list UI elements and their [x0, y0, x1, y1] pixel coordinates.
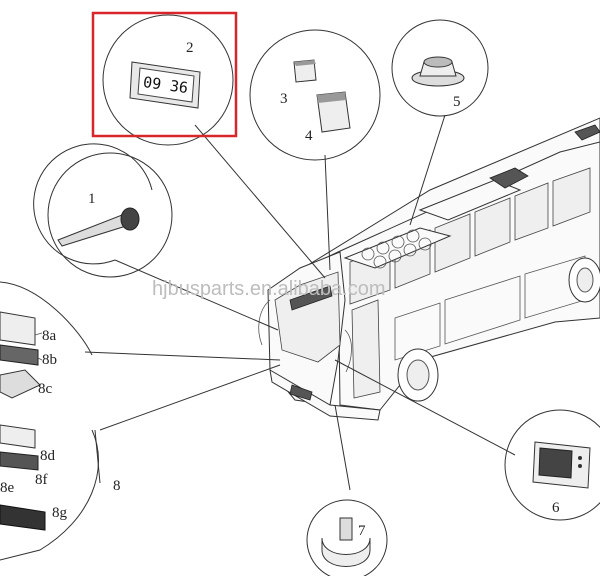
callout-5-label: 5: [453, 94, 461, 110]
roof-ac-unit: [343, 179, 522, 269]
callout-2-label: 2: [186, 40, 194, 56]
callout-7-label: 7: [358, 523, 366, 539]
label-8e: 8e: [0, 480, 15, 496]
callout-6-label: 6: [552, 500, 560, 516]
label-8b: 8b: [42, 352, 57, 368]
label-8g: 8g: [52, 505, 68, 521]
callout-1: 1: [33, 143, 173, 278]
label-8f: 8f: [35, 472, 48, 488]
monitor-icon: [532, 441, 591, 489]
amplifier-icon: [0, 369, 41, 399]
callout-5: 5: [391, 19, 489, 117]
digital-clock-icon: 09 36: [129, 61, 201, 109]
callout-4-label: 4: [305, 128, 313, 144]
callout-3-4: 3 4: [249, 29, 381, 161]
watermark-text: hjbusparts.en.alibaba.com: [152, 278, 385, 300]
label-8c: 8c: [38, 381, 53, 397]
module-icon: [316, 91, 351, 133]
label-8a: 8a: [42, 328, 57, 344]
callout-7: 7: [306, 499, 388, 576]
callout-2: 09 36 2: [102, 14, 234, 146]
callout-8-group: 8 8a 8b 8c 8d 8f 8e 8g: [0, 281, 121, 561]
callout-6: 6: [504, 409, 600, 521]
callout-3-label: 3: [280, 91, 288, 107]
microphone-icon: [57, 207, 140, 247]
bracket-icon: [321, 517, 371, 567]
leader-lines: [84, 114, 516, 491]
callout-1-label: 1: [88, 191, 96, 207]
navigation-unit-icon: [0, 504, 46, 531]
label-8d: 8d: [40, 448, 56, 464]
roof-speaker-icon: [411, 56, 465, 87]
highlight-box: [91, 11, 238, 138]
radio-unit-icon: [0, 424, 39, 471]
bus-illustration: [258, 117, 600, 421]
callout-8-label: 8: [113, 478, 121, 494]
small-module-icon: [293, 59, 317, 83]
dvd-player-icon: [0, 311, 39, 366]
